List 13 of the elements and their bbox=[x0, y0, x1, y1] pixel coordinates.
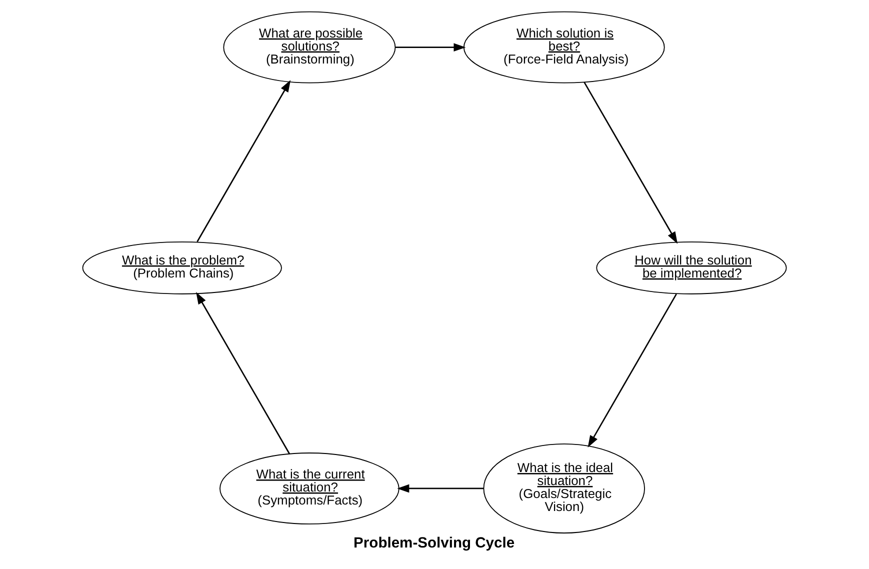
node-ellipse: Which solution is best? (Force-Field Analysis) bbox=[463, 11, 665, 84]
arrow bbox=[397, 484, 484, 493]
arrow bbox=[395, 43, 466, 52]
arrow bbox=[584, 82, 678, 244]
arrow bbox=[588, 294, 677, 448]
diagram-title: Problem-Solving Cycle bbox=[354, 536, 515, 552]
arrow bbox=[196, 292, 290, 454]
node-ellipse: What is the ideal situation? (Goals/Strategic Vision) bbox=[483, 443, 646, 534]
node-ellipse: What is the current situation? (Symptoms/Facts) bbox=[220, 452, 400, 524]
node-ellipse: What is the problem? (Problem Chains) bbox=[82, 241, 282, 294]
node-ellipse: How will the solution be implemented? bbox=[596, 241, 787, 294]
arrow bbox=[196, 80, 291, 242]
node-ellipse: What are possible solutions? (Brainstorming) bbox=[223, 11, 396, 84]
